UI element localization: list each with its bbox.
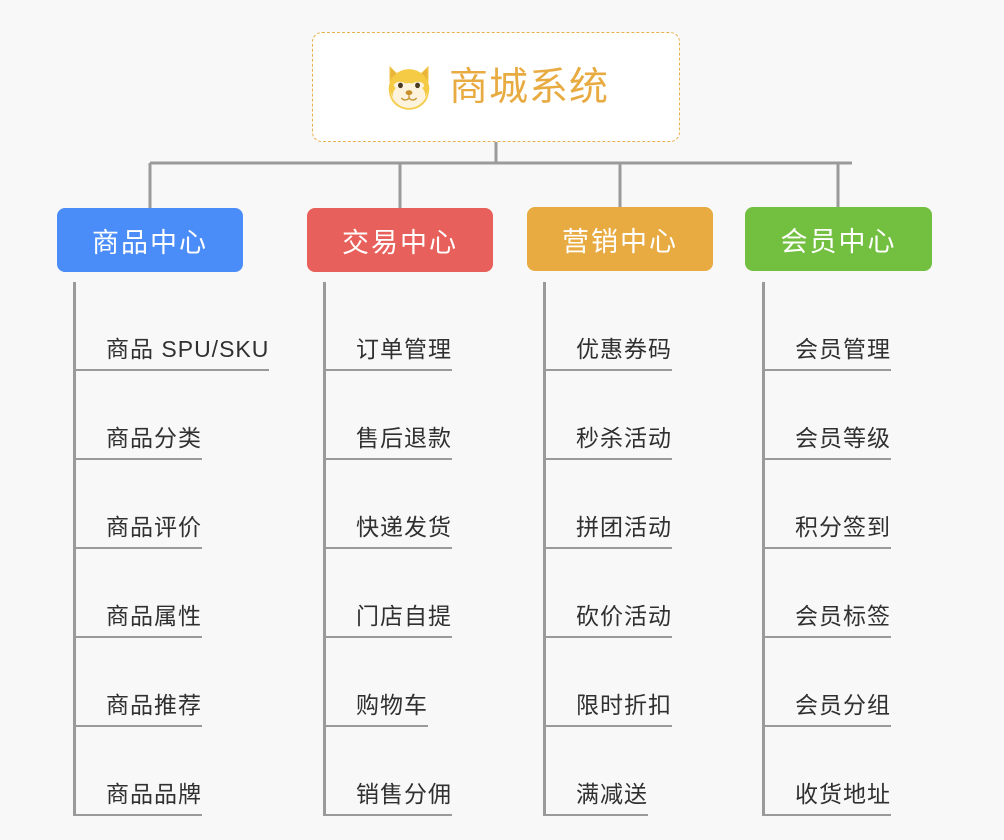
- category-label: 营销中心: [562, 226, 678, 257]
- leaf-label: 订单管理: [326, 335, 452, 371]
- list-item[interactable]: 销售分佣: [323, 727, 483, 816]
- category-box-product[interactable]: 商品中心: [57, 208, 243, 272]
- leaf-label: 商品属性: [76, 602, 202, 638]
- leaf-label: 限时折扣: [546, 691, 672, 727]
- leaf-label: 商品品牌: [76, 780, 202, 816]
- list-item[interactable]: 优惠券码: [543, 282, 703, 371]
- list-item[interactable]: 售后退款: [323, 371, 483, 460]
- category-box-marketing[interactable]: 营销中心: [527, 207, 713, 271]
- leaf-label: 会员标签: [765, 602, 891, 638]
- category-label: 会员中心: [780, 226, 897, 257]
- list-item[interactable]: 会员管理: [762, 282, 922, 371]
- category-label: 商品中心: [92, 227, 208, 258]
- leaf-label: 优惠券码: [546, 335, 672, 371]
- leaf-label: 会员等级: [765, 424, 891, 460]
- list-item[interactable]: 商品属性: [73, 549, 278, 638]
- list-item[interactable]: 积分签到: [762, 460, 922, 549]
- leaf-label: 满减送: [546, 780, 648, 816]
- leaf-label: 积分签到: [765, 513, 891, 549]
- leaf-column-member: 会员管理 会员等级 积分签到 会员标签 会员分组 收货地址: [762, 282, 922, 816]
- list-item[interactable]: 商品 SPU/SKU: [73, 282, 278, 371]
- list-item[interactable]: 订单管理: [323, 282, 483, 371]
- leaf-label: 拼团活动: [546, 513, 672, 549]
- leaf-label: 门店自提: [326, 602, 452, 638]
- leaf-label: 购物车: [326, 691, 428, 727]
- list-item[interactable]: 商品推荐: [73, 638, 278, 727]
- shiba-dog-icon: [388, 65, 430, 110]
- root-node[interactable]: 商城系统: [312, 32, 680, 142]
- leaf-label: 商品推荐: [76, 691, 202, 727]
- list-item[interactable]: 会员标签: [762, 549, 922, 638]
- category-box-member[interactable]: 会员中心: [745, 207, 932, 271]
- list-item[interactable]: 门店自提: [323, 549, 483, 638]
- leaf-label: 销售分佣: [326, 780, 452, 816]
- list-item[interactable]: 会员分组: [762, 638, 922, 727]
- leaf-label: 商品评价: [76, 513, 202, 549]
- list-item[interactable]: 砍价活动: [543, 549, 703, 638]
- list-item[interactable]: 满减送: [543, 727, 703, 816]
- leaf-label: 会员分组: [765, 691, 891, 727]
- leaf-label: 快递发货: [326, 513, 452, 549]
- leaf-column-trade: 订单管理 售后退款 快递发货 门店自提 购物车 销售分佣: [323, 282, 483, 816]
- list-item[interactable]: 商品品牌: [73, 727, 278, 816]
- list-item[interactable]: 商品分类: [73, 371, 278, 460]
- list-item[interactable]: 购物车: [323, 638, 483, 727]
- leaf-column-marketing: 优惠券码 秒杀活动 拼团活动 砍价活动 限时折扣 满减送: [543, 282, 703, 816]
- list-item[interactable]: 商品评价: [73, 460, 278, 549]
- leaf-column-product: 商品 SPU/SKU 商品分类 商品评价 商品属性 商品推荐 商品品牌: [73, 282, 278, 816]
- leaf-label: 秒杀活动: [546, 424, 672, 460]
- category-box-trade[interactable]: 交易中心: [307, 208, 493, 272]
- list-item[interactable]: 秒杀活动: [543, 371, 703, 460]
- page-title: 商城系统: [448, 65, 609, 109]
- list-item[interactable]: 拼团活动: [543, 460, 703, 549]
- leaf-label: 收货地址: [765, 780, 891, 816]
- leaf-label: 商品 SPU/SKU: [76, 335, 270, 371]
- list-item[interactable]: 限时折扣: [543, 638, 703, 727]
- list-item[interactable]: 会员等级: [762, 371, 922, 460]
- list-item[interactable]: 收货地址: [762, 727, 922, 816]
- category-label: 交易中心: [342, 227, 458, 258]
- list-item[interactable]: 快递发货: [323, 460, 483, 549]
- leaf-label: 砍价活动: [546, 602, 672, 638]
- leaf-label: 售后退款: [326, 424, 452, 460]
- leaf-label: 会员管理: [765, 335, 891, 371]
- leaf-label: 商品分类: [76, 424, 202, 460]
